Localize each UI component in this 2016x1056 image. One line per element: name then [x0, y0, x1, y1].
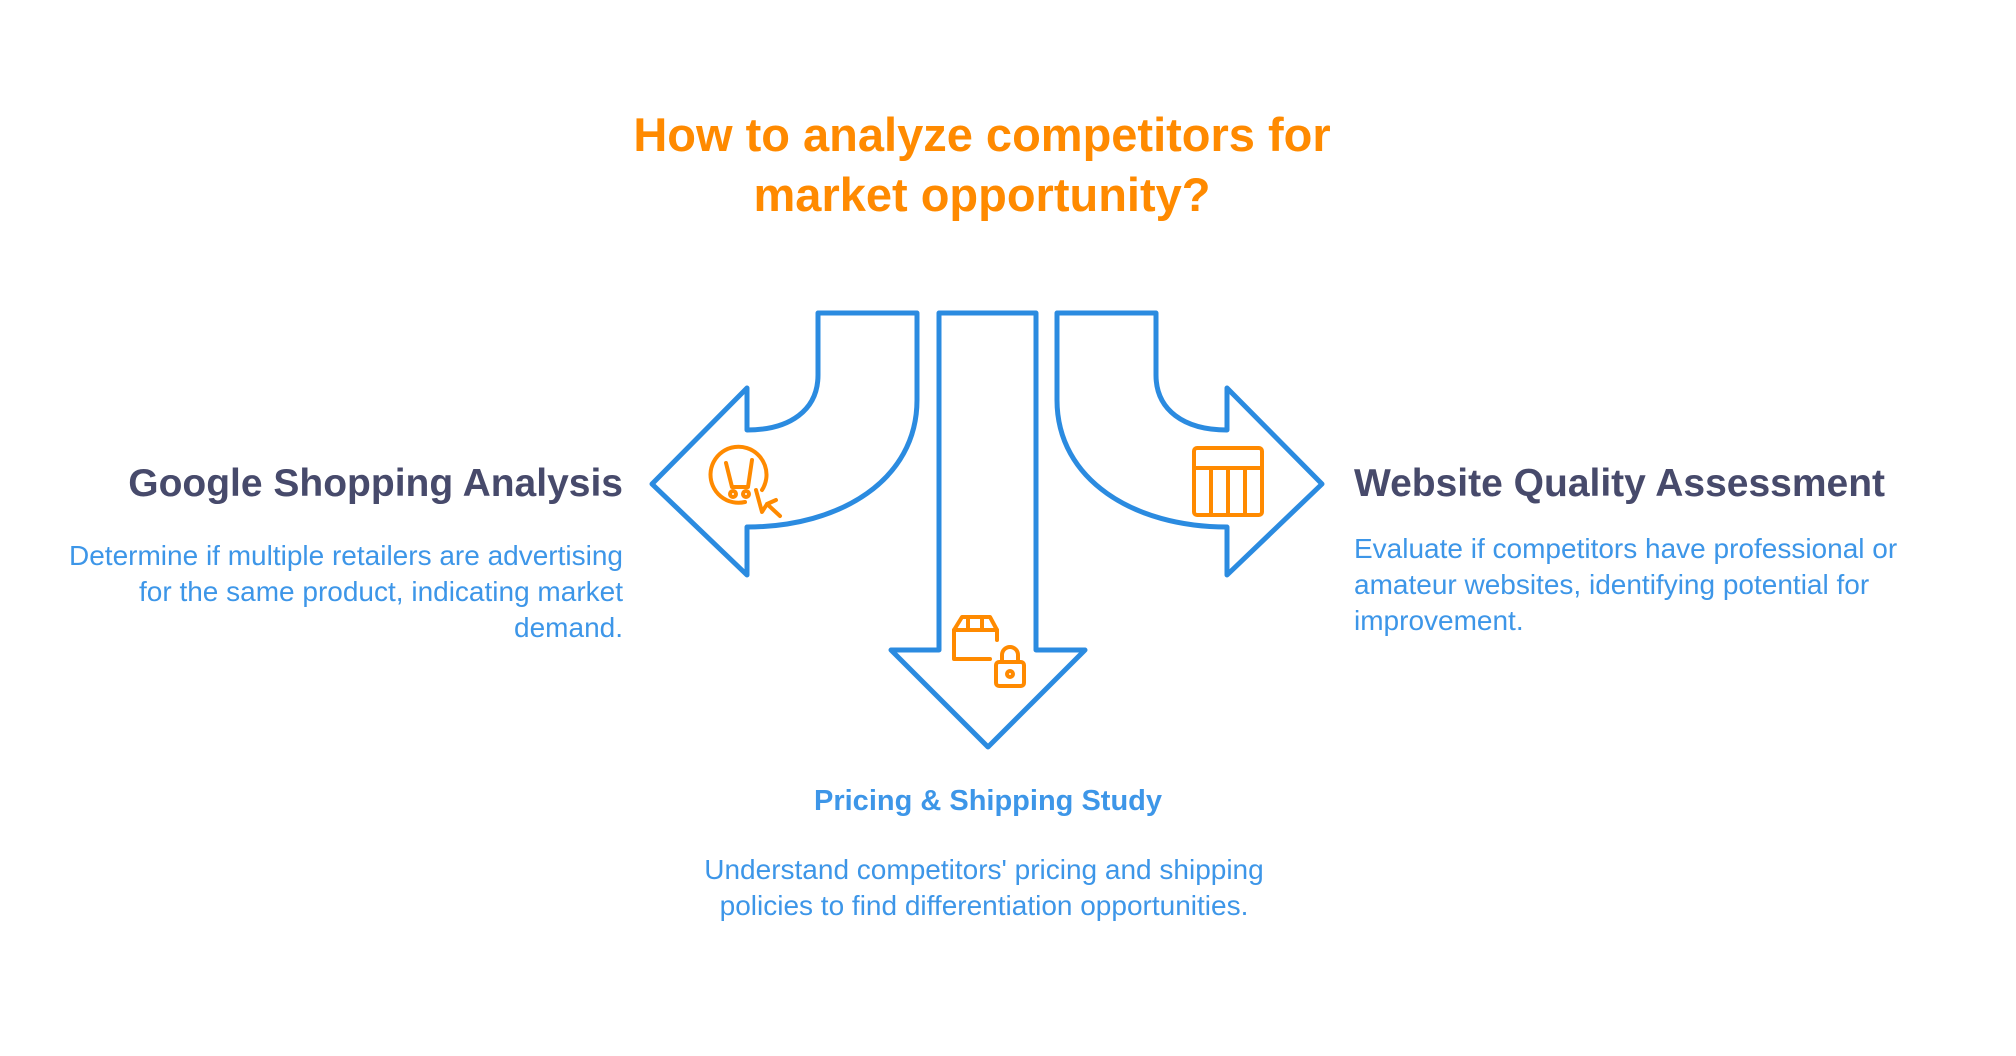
website-layout-icon — [1192, 446, 1264, 517]
branch-heading-pricing-shipping: Pricing & Shipping Study — [814, 785, 1162, 817]
branch-heading-google-shopping: Google Shopping Analysis — [128, 462, 623, 505]
down-arrow — [888, 310, 1088, 750]
branch-description-website-quality: Evaluate if competitors have professiona… — [1354, 533, 1898, 636]
diagram-title: How to analyze competitors for market op… — [633, 108, 1331, 221]
package-lock-icon — [952, 615, 1026, 688]
branch-heading-website-quality: Website Quality Assessment — [1354, 462, 1886, 505]
right-arrow — [1054, 310, 1325, 578]
branch-description-pricing-shipping: Understand competitors' pricing and ship… — [704, 854, 1264, 921]
branch-description-google-shopping: Determine if multiple retailers are adve… — [69, 540, 623, 643]
left-arrow — [649, 310, 920, 578]
shopping-cart-cursor-icon — [708, 444, 782, 518]
